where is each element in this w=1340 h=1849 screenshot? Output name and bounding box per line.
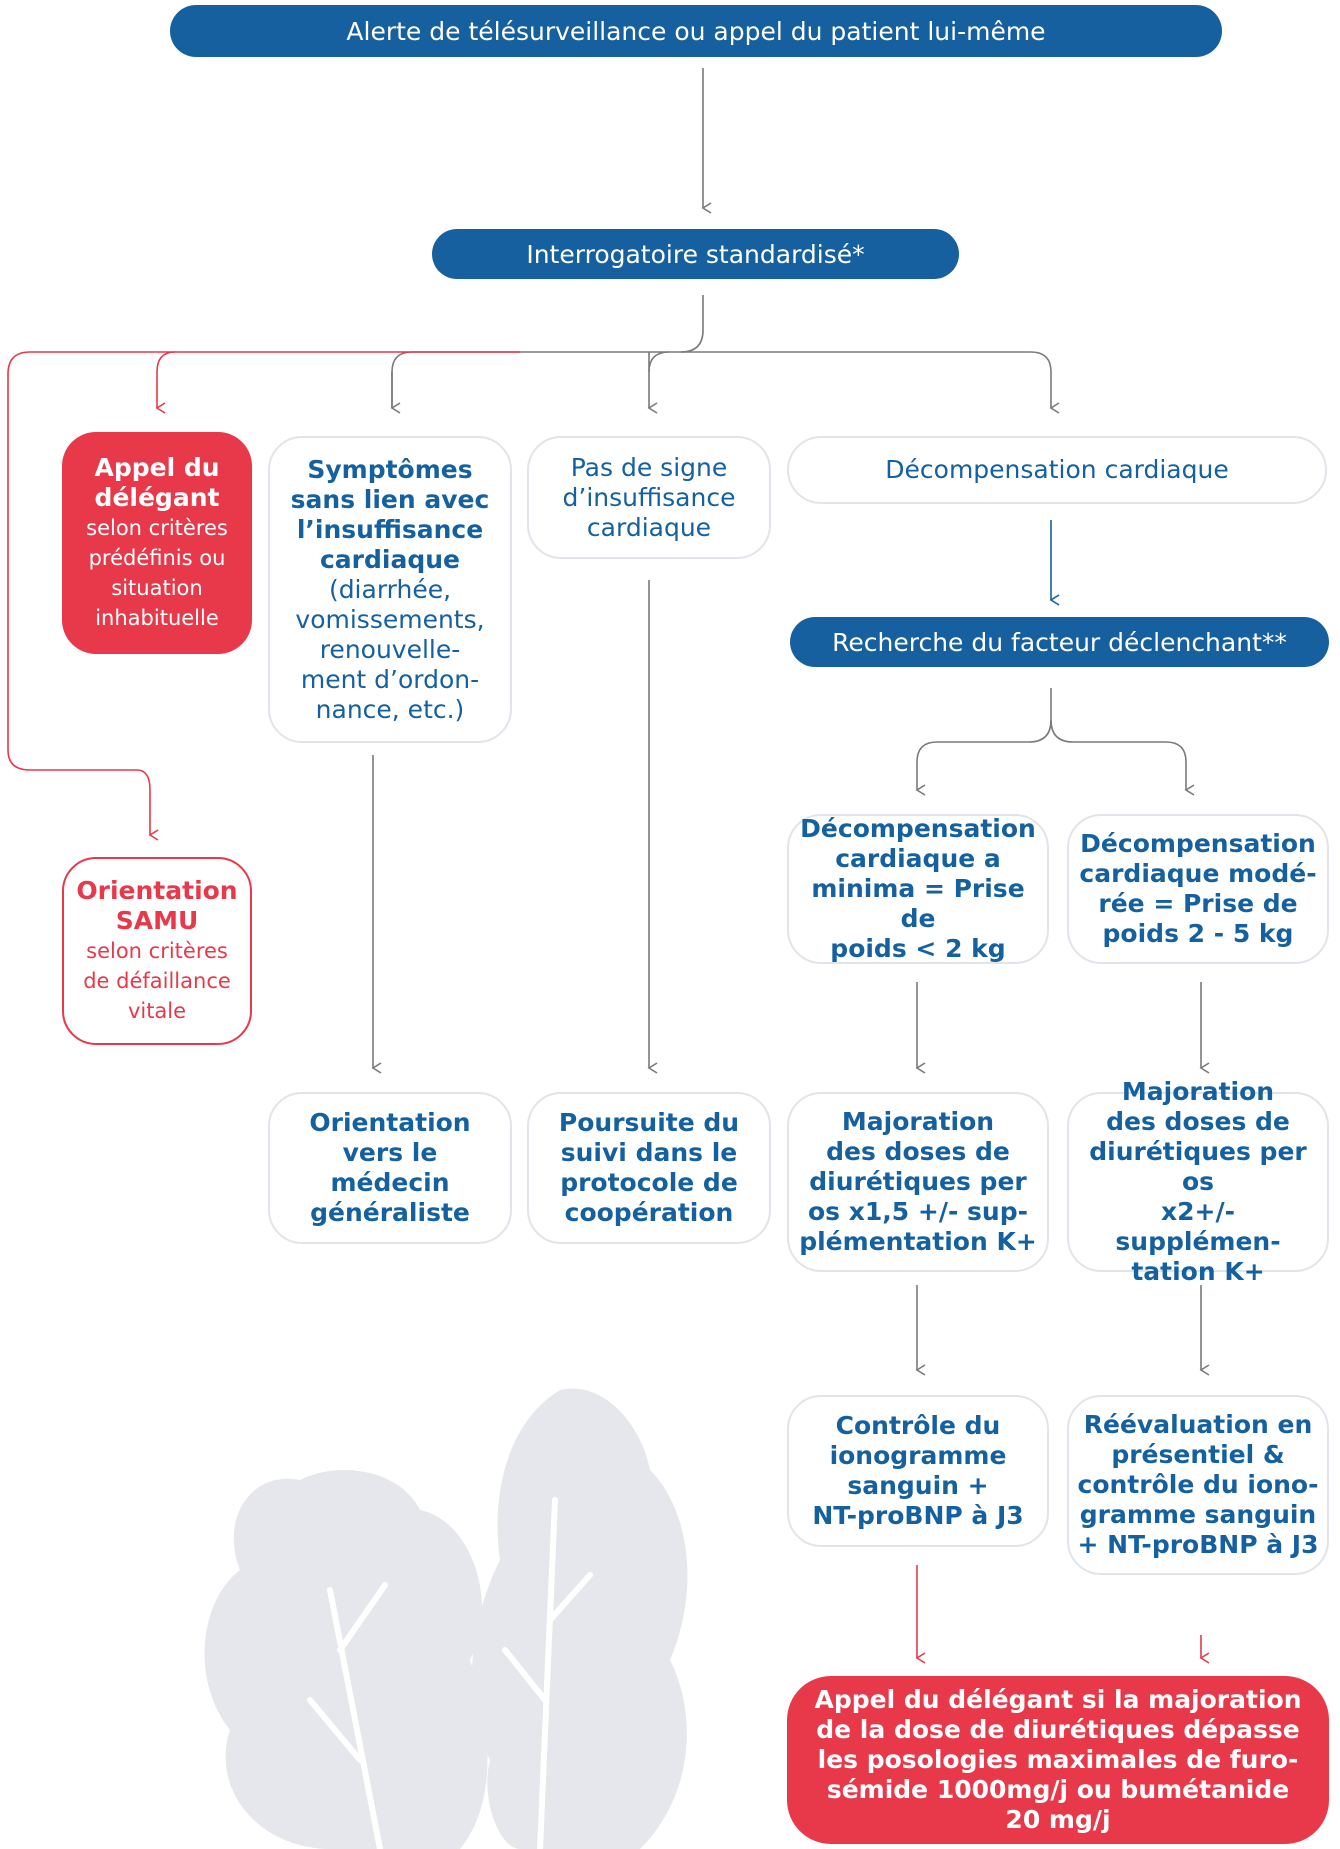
node-line: Décompensation bbox=[800, 814, 1036, 843]
node-line: situation bbox=[111, 576, 203, 600]
node-line: Décompensation bbox=[1080, 829, 1316, 858]
node-line: Majoration bbox=[1121, 1077, 1275, 1106]
interrogatoire-node: Interrogatoire standardisé* bbox=[432, 229, 959, 279]
node-line: prédéfinis ou bbox=[88, 546, 226, 570]
reevaluation-node: Réévaluation en présentiel & contrôle du… bbox=[1067, 1395, 1329, 1575]
node-line: Appel du bbox=[94, 453, 220, 482]
node-line: x2+/- supplémen- bbox=[1115, 1197, 1281, 1256]
node-line: poids 2 - 5 kg bbox=[1102, 919, 1294, 948]
node-line: ionogramme bbox=[829, 1441, 1007, 1470]
recherche-node: Recherche du facteur déclenchant** bbox=[790, 617, 1329, 667]
interrogatoire-label: Interrogatoire standardisé* bbox=[526, 239, 865, 269]
node-line: renouvelle- bbox=[319, 634, 461, 664]
node-line: nance, etc.) bbox=[315, 694, 465, 724]
majoration-1-node: Majoration des doses de diurétiques per … bbox=[787, 1092, 1049, 1272]
node-line: Réévaluation en bbox=[1083, 1410, 1313, 1439]
node-line: d’insuffisance bbox=[562, 482, 736, 512]
node-line: vitale bbox=[127, 999, 187, 1023]
poursuite-node: Poursuite du suivi dans le protocole de … bbox=[527, 1092, 771, 1244]
node-line: de défaillance bbox=[83, 969, 231, 993]
node-line: cardiaque bbox=[586, 512, 712, 542]
node-line: 20 mg/j bbox=[1005, 1805, 1111, 1834]
node-line: Pas de signe bbox=[570, 452, 728, 482]
decorative-leaves bbox=[204, 1388, 688, 1849]
majoration-2-node: Majoration des doses de diurétiques per … bbox=[1067, 1077, 1329, 1286]
node-line: minima = Prise de bbox=[811, 874, 1025, 933]
node-line: selon critères bbox=[86, 939, 228, 963]
decomp-moderee-node: Décompensation cardiaque modé- rée = Pri… bbox=[1067, 814, 1329, 964]
node-line: (diarrhée, bbox=[328, 574, 452, 604]
node-line: coopération bbox=[564, 1198, 734, 1227]
alert-label: Alerte de télésurveillance ou appel du p… bbox=[346, 16, 1046, 46]
appel-delegant-node: Appel du délégant selon critères prédéfi… bbox=[62, 432, 252, 654]
node-line: de la dose de diurétiques dépasse bbox=[816, 1715, 1300, 1744]
node-line: vers le bbox=[342, 1138, 438, 1167]
node-line: + NT-proBNP à J3 bbox=[1077, 1530, 1319, 1559]
node-line: Majoration bbox=[841, 1107, 995, 1136]
node-line: généraliste bbox=[310, 1198, 470, 1227]
orientation-samu-node: Orientation SAMU selon critères de défai… bbox=[62, 857, 252, 1045]
pas-de-signe-node: Pas de signe d’insuffisance cardiaque bbox=[527, 436, 771, 559]
node-line: selon critères bbox=[86, 516, 228, 540]
decompensation-label: Décompensation cardiaque bbox=[885, 455, 1229, 484]
node-line: Orientation bbox=[76, 876, 238, 905]
decompensation-node: Décompensation cardiaque bbox=[787, 436, 1327, 504]
node-line: délégant bbox=[94, 483, 220, 512]
node-line: sans lien avec bbox=[290, 484, 490, 514]
orientation-medecin-node: Orientation vers le médecin généraliste bbox=[268, 1092, 512, 1244]
node-line: protocole de bbox=[560, 1168, 738, 1197]
node-line: os x1,5 +/- sup- bbox=[808, 1197, 1028, 1226]
node-line: sémide 1000mg/j ou bumétanide bbox=[826, 1775, 1290, 1804]
node-line: l’insuffisance bbox=[296, 514, 484, 544]
node-line: poids < 2 kg bbox=[830, 934, 1006, 963]
node-line: médecin bbox=[330, 1168, 450, 1197]
node-line: des doses de bbox=[1106, 1107, 1290, 1136]
node-line: SAMU bbox=[115, 906, 199, 935]
node-line: suivi dans le bbox=[560, 1138, 738, 1167]
node-line: des doses de bbox=[826, 1137, 1010, 1166]
node-line: présentiel & bbox=[1111, 1440, 1285, 1469]
node-line: contrôle du iono- bbox=[1077, 1470, 1319, 1499]
node-line: Poursuite du bbox=[558, 1108, 740, 1137]
node-line: les posologies maximales de furo- bbox=[817, 1745, 1299, 1774]
node-line: vomissements, bbox=[295, 604, 485, 634]
node-line: Appel du délégant si la majoration bbox=[814, 1685, 1302, 1714]
final-alert-node: Appel du délégant si la majoration de la… bbox=[787, 1676, 1329, 1844]
node-line: Contrôle du bbox=[835, 1411, 1001, 1440]
node-line: sanguin + bbox=[847, 1471, 989, 1500]
node-line: diurétiques per bbox=[809, 1167, 1027, 1196]
symptomes-node: Symptômes sans lien avec l’insuffisance … bbox=[268, 436, 512, 743]
node-line: Symptômes bbox=[307, 454, 473, 484]
node-line: rée = Prise de bbox=[1098, 889, 1298, 918]
decomp-minima-node: Décompensation cardiaque a minima = Pris… bbox=[787, 814, 1049, 964]
alert-node: Alerte de télésurveillance ou appel du p… bbox=[170, 5, 1222, 57]
node-line: cardiaque a bbox=[835, 844, 1001, 873]
node-line: gramme sanguin bbox=[1079, 1500, 1317, 1529]
node-line: cardiaque modé- bbox=[1079, 859, 1317, 888]
node-line: tation K+ bbox=[1131, 1257, 1265, 1286]
node-line: diurétiques per os bbox=[1089, 1137, 1307, 1196]
recherche-label: Recherche du facteur déclenchant** bbox=[832, 627, 1287, 657]
node-line: plémentation K+ bbox=[799, 1227, 1037, 1256]
node-line: cardiaque bbox=[319, 544, 460, 574]
node-line: Orientation bbox=[309, 1108, 471, 1137]
node-line: ment d’ordon- bbox=[300, 664, 480, 694]
controle-node: Contrôle du ionogramme sanguin + NT-proB… bbox=[787, 1395, 1049, 1547]
node-line: NT-proBNP à J3 bbox=[812, 1501, 1024, 1530]
node-line: inhabituelle bbox=[95, 606, 219, 630]
